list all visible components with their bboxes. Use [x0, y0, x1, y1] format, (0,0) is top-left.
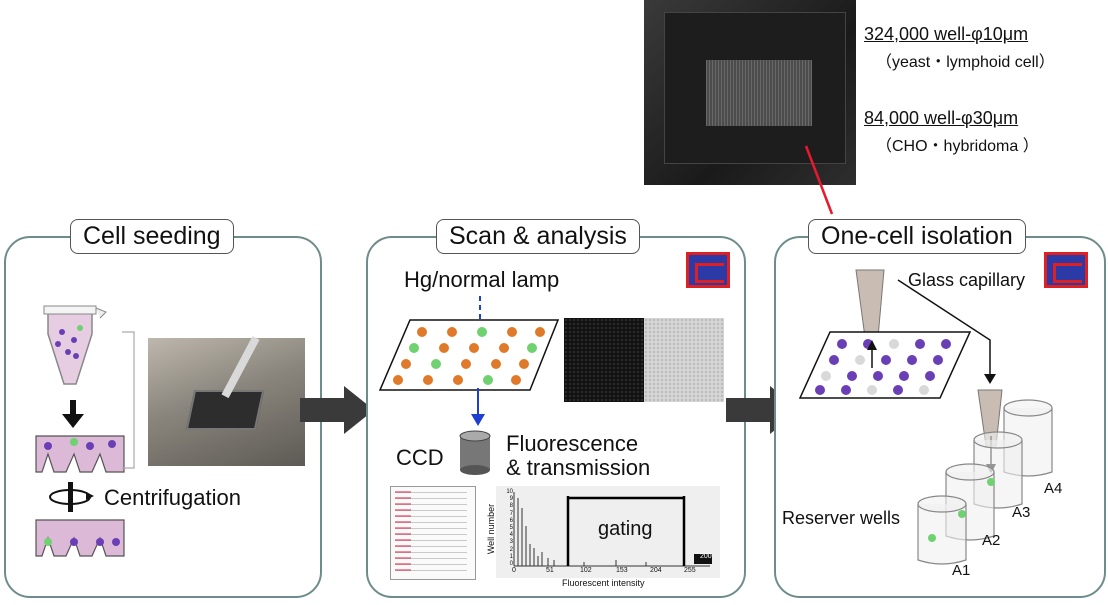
microwell-array [706, 60, 812, 126]
well-spec-10um: 324,000 well-φ10μm [864, 24, 1029, 44]
histogram-xtick-102: 102 [580, 567, 592, 574]
histogram-ytick: 10 [506, 489, 513, 495]
well-label-a2: A2 [982, 532, 1001, 549]
well-label-a1: A1 [952, 562, 971, 579]
result-table-thumbnail [390, 486, 476, 580]
histogram-ylabel: Well number [486, 503, 497, 555]
histogram-chart [513, 492, 712, 567]
panel-title-one-cell-isolation: One-cell isolation [808, 219, 1026, 254]
histogram-ytick: 8 [509, 503, 513, 510]
pipette-tip [221, 336, 260, 399]
histogram-xtick-255: 255 [684, 567, 696, 574]
seeding-wells-before [35, 435, 125, 473]
panel-title-cell-seeding: Cell seeding [70, 219, 234, 254]
chip-photo-white-margin [856, 0, 1108, 185]
seeding-bracket [122, 331, 135, 469]
well-label-a3: A3 [1012, 504, 1031, 521]
histogram-xtick-0: 0 [512, 567, 516, 574]
histogram-ytick: 5 [509, 525, 513, 532]
histogram-ytick: 7 [509, 510, 513, 517]
histogram-xtick-153: 153 [616, 567, 628, 574]
ccd-camera-icon [459, 430, 491, 475]
microwell-plate-scan [378, 319, 560, 391]
fluorescence-label: Fluorescence [506, 431, 639, 456]
histogram-ytick: 0 [509, 561, 513, 568]
logo-icon-isolation [1044, 252, 1088, 288]
transmission-label: & transmission [506, 455, 651, 480]
lamp-label: Hg/normal lamp [404, 267, 560, 292]
histogram-ytick: 3 [509, 539, 513, 546]
histogram-xtick-204: 204 [650, 567, 662, 574]
fluorescence-image [564, 318, 644, 402]
histogram-ytick: 2 [509, 546, 513, 553]
flow-arrow-1 [300, 386, 374, 434]
well-label-a4: A4 [1044, 480, 1063, 497]
transmission-image [644, 318, 724, 402]
histogram-corner-value: 200 [700, 553, 712, 560]
glass-capillary-label: Glass capillary [908, 270, 1026, 290]
histogram-panel [496, 486, 720, 578]
histogram-ytick: 6 [509, 517, 513, 524]
centrifugation-label: Centrifugation [104, 485, 241, 510]
logo-icon-scan [686, 252, 730, 288]
seeding-down-arrow [62, 400, 84, 428]
well-spec-30um: 84,000 well-φ30μm [864, 108, 1019, 128]
well-spec-30um-cells: （CHO・hybridoma ） [876, 138, 1039, 155]
histogram-xtick-51: 51 [546, 567, 554, 574]
ccd-label: CCD [396, 445, 444, 470]
chip-pipetting-photo [148, 336, 305, 466]
histogram-ytick: 9 [509, 496, 513, 503]
histogram-xlabel: Fluorescent intensity [562, 578, 645, 588]
chip-photo [644, 0, 856, 185]
seeding-tube-icon [43, 305, 107, 385]
reservoir-wells-label: Reserver wells [782, 508, 901, 528]
gating-label: gating [598, 518, 653, 540]
histogram-ytick: 1 [509, 553, 513, 560]
seeding-wells-after [35, 519, 125, 557]
scan-to-ccd-arrow [471, 388, 485, 426]
well-spec-10um-cells: （yeast・lymphoid cell） [876, 54, 1055, 71]
histogram-ytick: 4 [509, 532, 513, 539]
panel-title-scan-analysis: Scan & analysis [436, 219, 640, 254]
isolation-diagram [798, 269, 1053, 565]
centrifugation-rotate-icon [49, 482, 94, 512]
